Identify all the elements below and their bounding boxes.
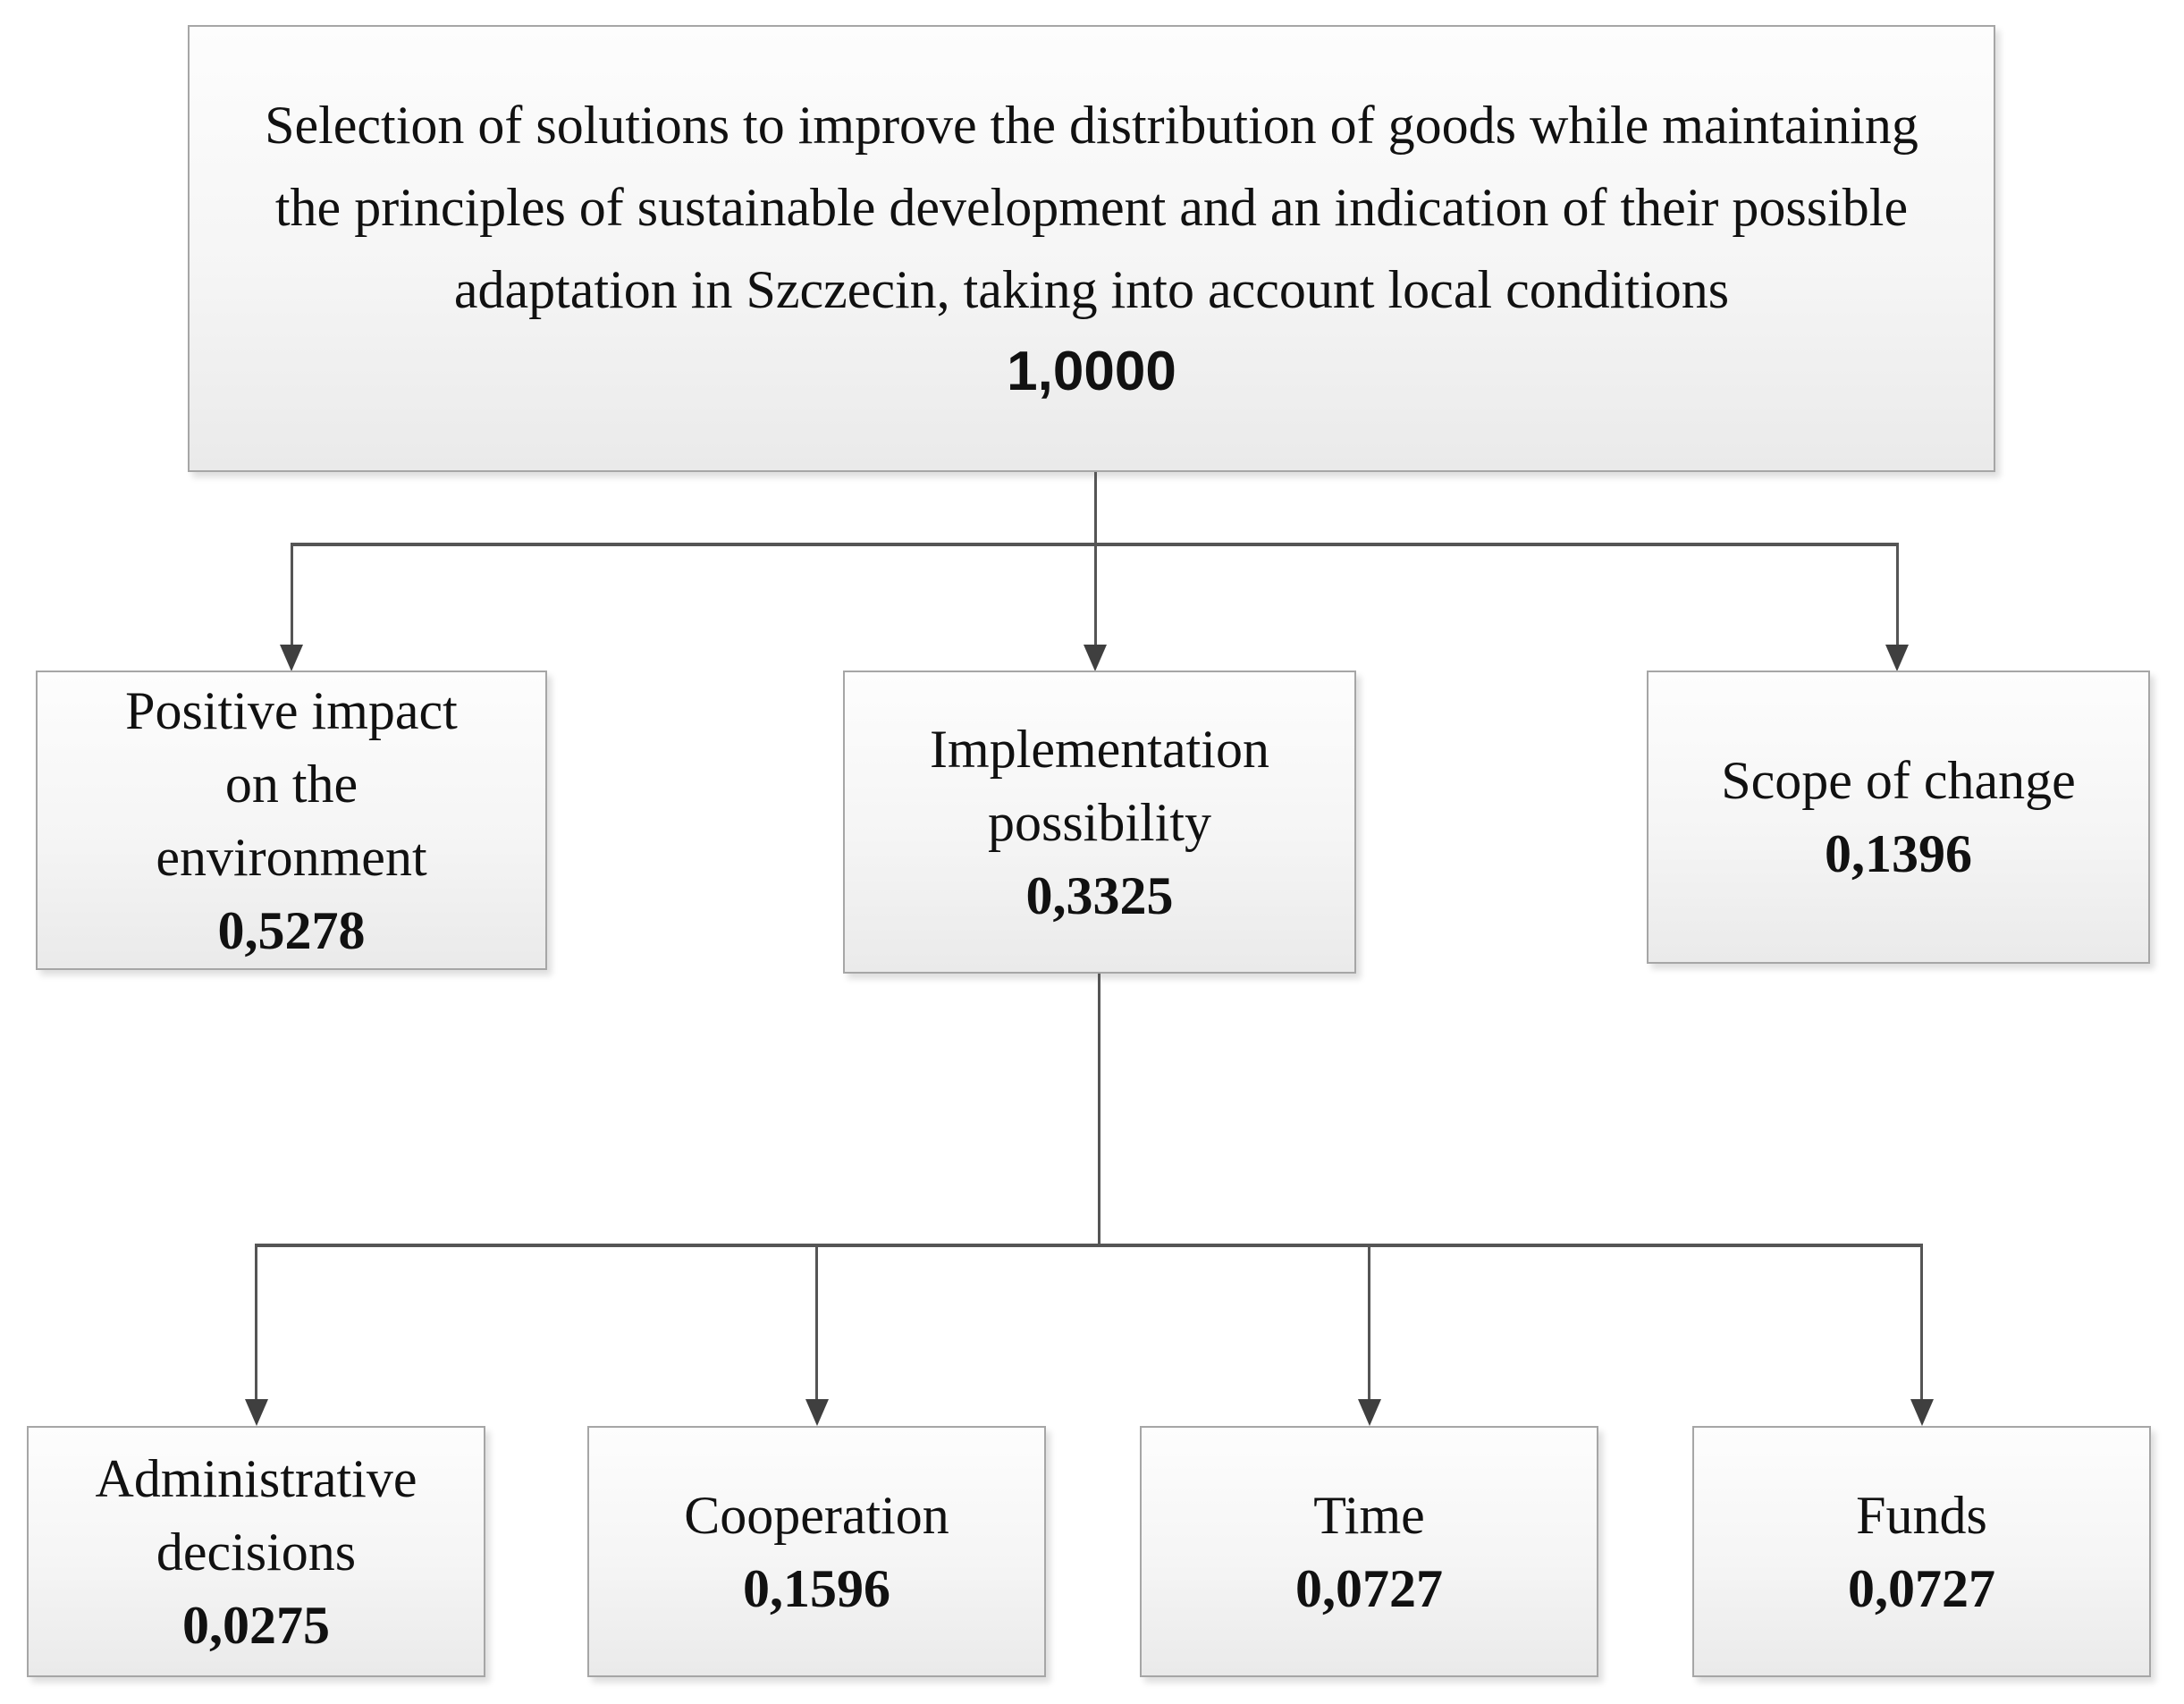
node-time: Time 0,0727 xyxy=(1140,1426,1598,1677)
node-label: Cooperation xyxy=(684,1485,949,1545)
arrow-down-icon xyxy=(805,1399,829,1426)
connector-stem-positive-impact xyxy=(291,543,293,648)
node-positive-impact-environment: Positive impact on the environment 0,527… xyxy=(36,671,547,970)
node-label: Selection of solutions to improve the di… xyxy=(265,96,1918,319)
arrow-down-icon xyxy=(1084,645,1107,671)
connector-branch-criteria xyxy=(291,543,1898,546)
node-label: Funds xyxy=(1856,1485,1987,1545)
node-weight-value: 0,1396 xyxy=(1825,824,1972,883)
connector-stem-scope-of-change xyxy=(1896,543,1899,648)
node-implementation-possibility: Implementation possibility 0,3325 xyxy=(843,671,1356,974)
node-label: Time xyxy=(1313,1485,1425,1545)
arrow-down-icon xyxy=(280,645,303,671)
arrow-down-icon xyxy=(1358,1399,1381,1426)
node-root-goal: Selection of solutions to improve the di… xyxy=(188,25,1995,472)
arrow-down-icon xyxy=(1910,1399,1934,1426)
node-weight-value: 1,0000 xyxy=(1007,341,1176,402)
node-cooperation: Cooperation 0,1596 xyxy=(587,1426,1046,1677)
node-administrative-decisions: Administrative decisions 0,0275 xyxy=(27,1426,485,1677)
node-label: Implementation possibility xyxy=(930,719,1269,852)
node-scope-of-change: Scope of change 0,1396 xyxy=(1647,671,2150,964)
node-weight-value: 0,0727 xyxy=(1848,1558,1995,1618)
connector-stem-time xyxy=(1368,1244,1370,1401)
node-label: Positive impact on the environment xyxy=(125,680,458,887)
node-weight-value: 0,5278 xyxy=(217,900,366,960)
node-weight-value: 0,3325 xyxy=(1025,865,1174,925)
connector-stem-administrative-decisions xyxy=(255,1244,257,1401)
connector-stem-cooperation xyxy=(815,1244,818,1401)
connector-branch-subcriteria xyxy=(257,1244,1922,1247)
connector-implementation-stem xyxy=(1098,974,1100,1245)
node-label: Scope of change xyxy=(1721,751,2076,810)
connector-root-stem xyxy=(1094,472,1097,648)
node-funds: Funds 0,0727 xyxy=(1692,1426,2151,1677)
node-label: Administrative decisions xyxy=(95,1448,417,1582)
connector-stem-funds xyxy=(1920,1244,1923,1401)
arrow-down-icon xyxy=(1885,645,1909,671)
node-weight-value: 0,0727 xyxy=(1295,1558,1443,1618)
node-weight-value: 0,0275 xyxy=(182,1595,330,1655)
arrow-down-icon xyxy=(245,1399,268,1426)
node-weight-value: 0,1596 xyxy=(743,1558,890,1618)
